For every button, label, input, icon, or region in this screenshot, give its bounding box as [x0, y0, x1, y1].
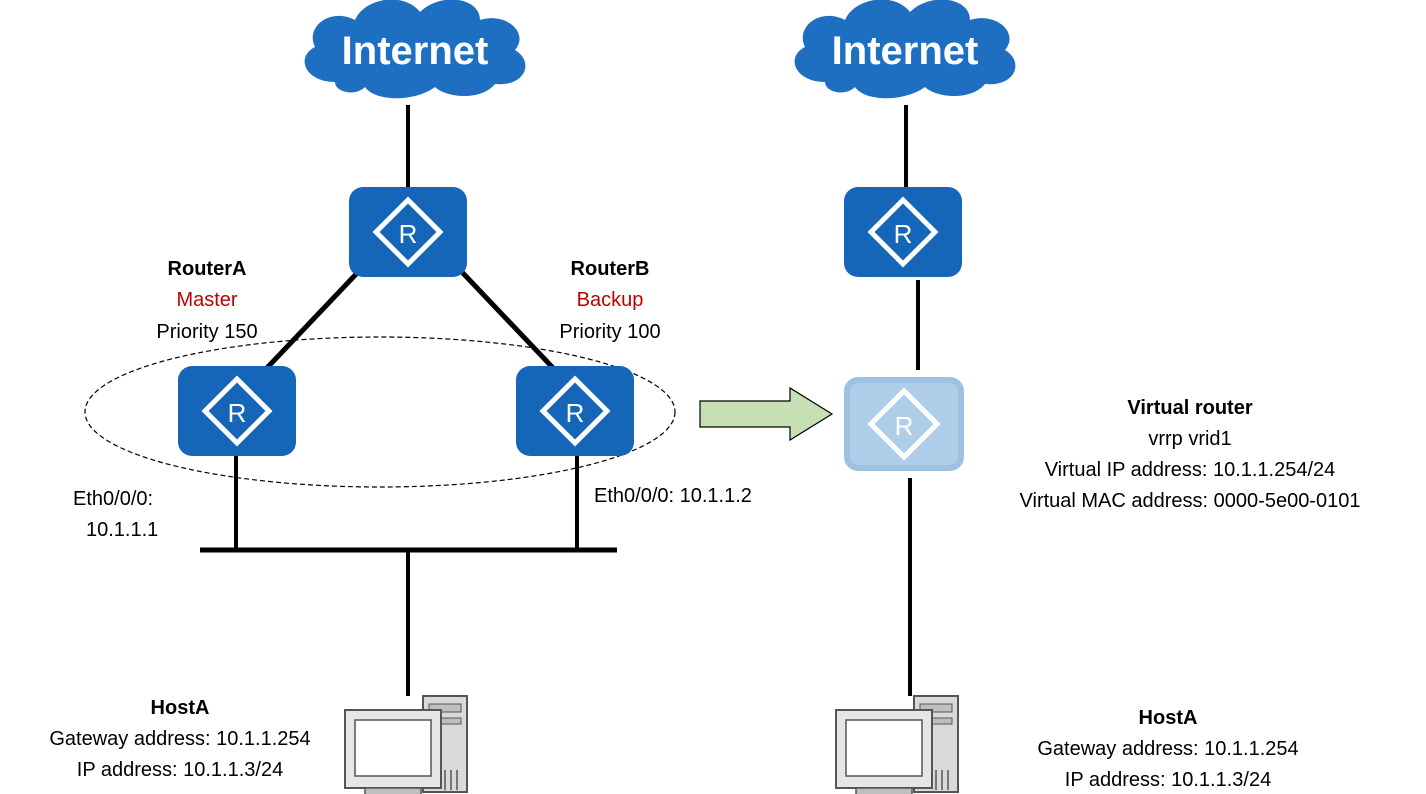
router-a-icon: R	[178, 366, 296, 456]
router-a-name: RouterA	[168, 258, 247, 280]
internet-cloud-right: Internet	[794, 0, 1016, 99]
virtual-router-vip: Virtual IP address: 10.1.1.254/24	[1045, 459, 1336, 481]
host-ip-right: IP address: 10.1.1.3/24	[1065, 769, 1271, 791]
host-computer-right	[835, 695, 959, 794]
router-b-name: RouterB	[571, 258, 650, 280]
right-topology: Internet R R Virtual router vrrp vrid1 V…	[794, 0, 1361, 794]
core-router-left: R	[349, 187, 467, 277]
core-router-right: R	[844, 187, 962, 277]
host-ip-left: IP address: 10.1.1.3/24	[77, 759, 283, 781]
router-a-iface-line2: 10.1.1.1	[86, 519, 158, 541]
link-core-routera	[263, 268, 362, 372]
internet-cloud-left: Internet	[304, 0, 526, 99]
router-a-role: Master	[176, 289, 237, 311]
router-b-priority: Priority 100	[559, 321, 660, 343]
router-glyph: R	[894, 219, 913, 249]
internet-label-left: Internet	[342, 29, 489, 73]
transition-arrow	[699, 386, 834, 442]
router-b-role: Backup	[577, 289, 644, 311]
virtual-router-title: Virtual router	[1127, 397, 1252, 419]
virtual-router-vmac: Virtual MAC address: 0000-5e00-0101	[1020, 490, 1361, 512]
host-name-left: HostA	[151, 697, 210, 719]
host-name-right: HostA	[1139, 707, 1198, 729]
internet-label-right: Internet	[832, 29, 979, 73]
link-core-routerb	[458, 268, 557, 372]
router-b-icon: R	[516, 366, 634, 456]
host-gateway-right: Gateway address: 10.1.1.254	[1037, 738, 1298, 760]
router-glyph: R	[566, 398, 585, 428]
router-b-iface: Eth0/0/0: 10.1.1.2	[594, 485, 752, 507]
left-topology: Internet R R R RouterA Master Priority 1…	[49, 0, 752, 794]
router-a-iface-line1: Eth0/0/0:	[73, 488, 153, 510]
host-gateway-left: Gateway address: 10.1.1.254	[49, 728, 310, 750]
router-a-priority: Priority 150	[156, 321, 257, 343]
vrrp-group-ellipse	[84, 336, 676, 488]
virtual-router-vrid: vrrp vrid1	[1148, 428, 1231, 450]
router-glyph: R	[399, 219, 418, 249]
router-glyph: R	[228, 398, 247, 428]
host-computer-left	[344, 695, 468, 794]
virtual-router-icon: R	[844, 377, 964, 471]
router-glyph: R	[895, 411, 914, 441]
